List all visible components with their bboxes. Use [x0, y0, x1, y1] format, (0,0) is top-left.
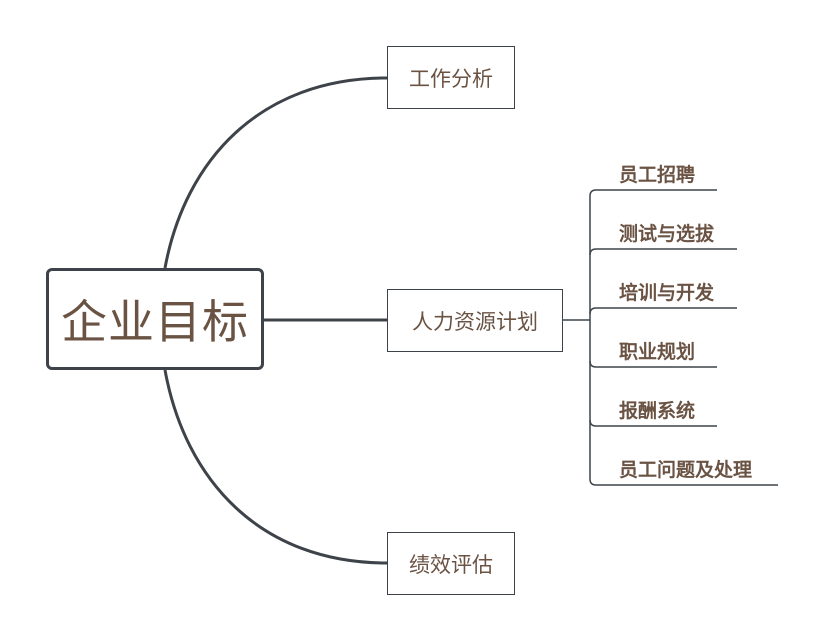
leaf-node-employee-issues[interactable]: 员工问题及处理 — [619, 459, 753, 481]
branch-node-eval[interactable]: 绩效评估 — [387, 532, 515, 595]
root-node-label: 企业目标 — [61, 295, 249, 349]
root-node[interactable]: 企业目标 — [46, 268, 264, 370]
underline-l1 — [589, 189, 717, 197]
underline-l6 — [589, 478, 778, 486]
underline-l5 — [589, 419, 717, 427]
leaf-node-testing-selection[interactable]: 测试与选拔 — [619, 223, 715, 245]
underline-l2 — [589, 248, 737, 256]
branch-node-analysis[interactable]: 工作分析 — [387, 46, 515, 109]
branch-node-plan[interactable]: 人力资源计划 — [387, 289, 563, 352]
leaf-node-career-planning[interactable]: 职业规划 — [619, 341, 696, 363]
connector-root-analysis — [163, 76, 388, 269]
branch-node-eval-label: 绩效评估 — [409, 552, 493, 577]
leaf-node-compensation[interactable]: 报酬系统 — [619, 400, 696, 422]
connector-root-eval — [163, 369, 388, 565]
leaf-node-training-development[interactable]: 培训与开发 — [619, 282, 715, 304]
leaf-node-recruitment[interactable]: 员工招聘 — [619, 164, 696, 186]
branch-node-plan-label: 人力资源计划 — [412, 309, 538, 334]
branch-node-analysis-label: 工作分析 — [409, 66, 493, 91]
underline-l4 — [589, 360, 717, 368]
underline-l3 — [589, 307, 737, 315]
